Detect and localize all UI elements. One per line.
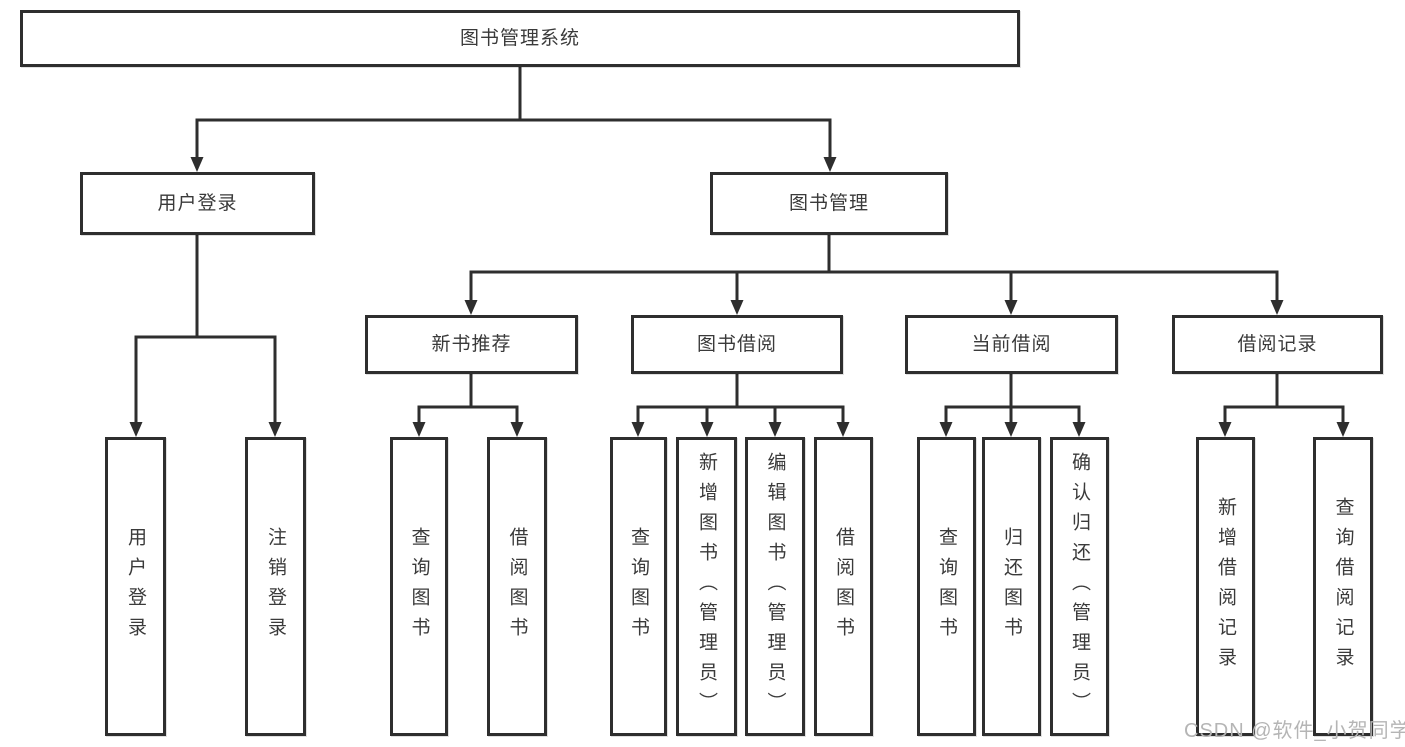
leaf-label: 确认归还（管理员） — [1069, 451, 1090, 722]
leaf-query-books-2: 查询图书 — [610, 437, 667, 736]
leaf-label: 查询图书 — [408, 526, 430, 647]
node-label: 图书借阅 — [696, 334, 777, 355]
node-label: 当前借阅 — [971, 334, 1052, 355]
node-current-borrowing: 当前借阅 — [905, 315, 1118, 374]
leaf-label: 归还图书 — [1001, 526, 1022, 647]
arrowheads — [129, 157, 1350, 437]
node-label: 借阅记录 — [1237, 334, 1318, 355]
leaf-confirm-return-admin: 确认归还（管理员） — [1050, 437, 1109, 736]
leaf-label: 借阅图书 — [833, 526, 854, 647]
leaf-label: 用户登录 — [125, 526, 146, 647]
node-new-book-recommend: 新书推荐 — [365, 315, 578, 374]
leaf-label: 注销登录 — [265, 526, 286, 647]
node-label: 图书管理 — [788, 193, 869, 214]
leaf-borrow-books-2: 借阅图书 — [814, 437, 873, 736]
leaf-return-book: 归还图书 — [982, 437, 1041, 736]
leaf-label: 新增借阅记录 — [1215, 496, 1236, 677]
leaf-logout: 注销登录 — [245, 437, 306, 736]
leaf-edit-book-admin: 编辑图书（管理员） — [745, 437, 805, 736]
node-user-login-branch: 用户登录 — [80, 172, 315, 235]
leaf-query-borrow-record: 查询借阅记录 — [1313, 437, 1373, 736]
node-label: 新书推荐 — [431, 334, 512, 355]
leaf-query-books-3: 查询图书 — [917, 437, 976, 736]
leaf-label: 查询借阅记录 — [1332, 496, 1354, 677]
leaf-label: 查询图书 — [936, 526, 957, 647]
leaf-label: 编辑图书（管理员） — [764, 451, 786, 722]
node-borrow-records: 借阅记录 — [1172, 315, 1383, 374]
leaf-label: 新增图书（管理员） — [696, 451, 717, 722]
node-label: 用户登录 — [157, 193, 238, 214]
leaf-label: 查询图书 — [628, 526, 649, 647]
node-root-system: 图书管理系统 — [20, 10, 1020, 67]
node-label: 图书管理系统 — [459, 28, 580, 49]
leaf-label: 借阅图书 — [506, 526, 528, 647]
leaf-add-borrow-record: 新增借阅记录 — [1196, 437, 1255, 736]
node-book-management: 图书管理 — [710, 172, 948, 235]
leaf-add-book-admin: 新增图书（管理员） — [676, 437, 737, 736]
leaf-query-books-1: 查询图书 — [390, 437, 448, 736]
node-book-borrowing: 图书借阅 — [631, 315, 843, 374]
leaf-borrow-books-1: 借阅图书 — [487, 437, 547, 736]
watermark: CSDN @软件_小贺同学 — [1184, 720, 1405, 742]
leaf-user-login: 用户登录 — [105, 437, 166, 736]
